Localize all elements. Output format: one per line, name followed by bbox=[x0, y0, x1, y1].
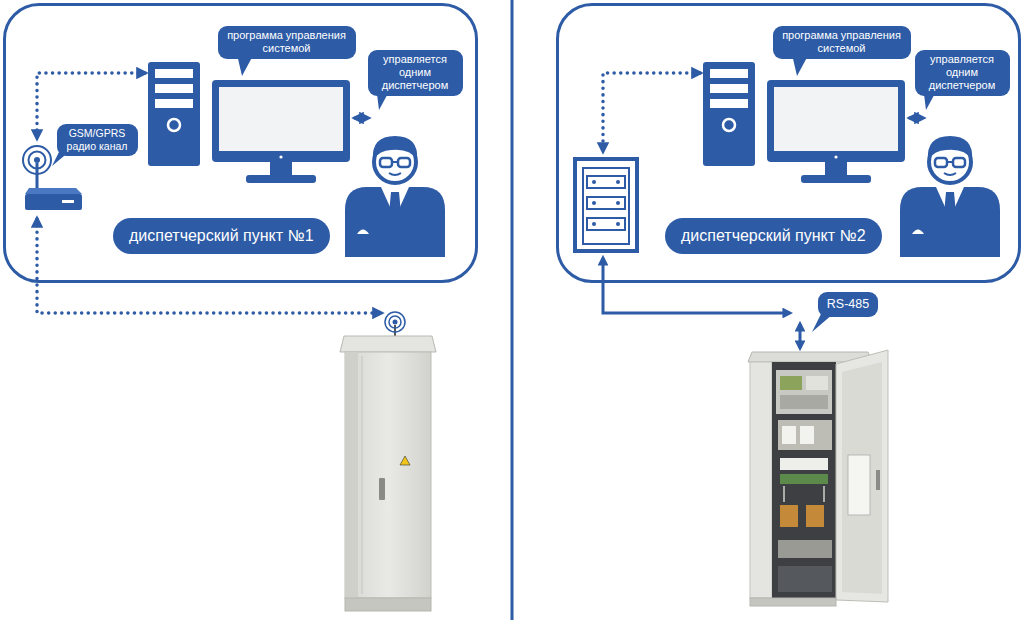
cabinet-plinth bbox=[750, 598, 836, 606]
radio-wave bbox=[23, 146, 51, 174]
door-handle bbox=[876, 470, 880, 490]
server-rack bbox=[575, 159, 637, 251]
monitor bbox=[767, 80, 905, 183]
radio-link-dotted bbox=[37, 219, 381, 313]
cable-entry bbox=[778, 566, 832, 592]
router-top bbox=[25, 188, 82, 194]
data-link-dotted bbox=[603, 73, 700, 151]
rack-unit bbox=[587, 176, 625, 188]
panel-title: диспетчерский пункт №2 bbox=[665, 218, 882, 254]
cabinet-door bbox=[836, 350, 888, 602]
radio-wave bbox=[389, 316, 401, 328]
module bbox=[782, 426, 796, 444]
transformer bbox=[780, 505, 798, 527]
cabinet-plinth bbox=[345, 598, 431, 611]
rack-led bbox=[616, 201, 620, 205]
circuit-board bbox=[780, 395, 828, 409]
cable bbox=[823, 486, 825, 502]
dispatcher-icon bbox=[900, 136, 1000, 257]
cable bbox=[783, 486, 785, 502]
antenna-tip bbox=[393, 320, 398, 325]
panel-title: диспетчерский пункт №1 bbox=[113, 218, 330, 254]
operator-link-dotted bbox=[910, 116, 923, 120]
rack-unit bbox=[587, 197, 625, 209]
speech-bubble: программа управления системой bbox=[218, 26, 356, 59]
circuit-breakers bbox=[780, 458, 828, 470]
control-cabinet-closed bbox=[340, 312, 436, 611]
router-body bbox=[25, 194, 82, 210]
cabinet-interior bbox=[772, 362, 836, 598]
radio-wave bbox=[385, 312, 405, 332]
rack-frame bbox=[575, 159, 637, 251]
router-antenna bbox=[36, 163, 39, 190]
rs485-connection bbox=[799, 324, 802, 348]
warning-sign bbox=[400, 456, 410, 465]
operator-link-dotted bbox=[355, 116, 368, 120]
speech-bubble: программа управления системой bbox=[773, 26, 911, 59]
rack-led bbox=[616, 180, 620, 184]
rack-inner bbox=[583, 168, 629, 244]
door-handle bbox=[379, 478, 385, 500]
divider-line bbox=[511, 0, 514, 620]
computer-tower bbox=[148, 62, 200, 166]
rack-led bbox=[592, 180, 596, 184]
controller bbox=[778, 420, 832, 450]
bubble-text: GSM/GPRS радио канал bbox=[62, 127, 132, 152]
dispatch-panel: программа управления системой управляется… bbox=[556, 3, 1021, 283]
rack-led bbox=[616, 222, 620, 226]
dispatch-panel: программа управления системой управляется… bbox=[3, 3, 478, 283]
rack-led bbox=[592, 222, 596, 226]
rack-led bbox=[592, 201, 596, 205]
bubble-text: RS-485 bbox=[826, 297, 870, 312]
door-seam bbox=[362, 356, 363, 594]
door-inner bbox=[842, 362, 882, 594]
transformer bbox=[806, 505, 824, 527]
circuit-board bbox=[806, 376, 828, 390]
dispatcher-icon bbox=[345, 136, 445, 257]
cabinet-antenna bbox=[394, 325, 396, 336]
module bbox=[800, 426, 814, 444]
cabinet-side bbox=[750, 362, 772, 598]
cabinet-roof bbox=[340, 336, 436, 352]
control-cabinet-open bbox=[748, 350, 888, 606]
mounting-plate bbox=[776, 370, 832, 414]
circuit-board bbox=[780, 376, 802, 390]
bubble-text: программа управления системой bbox=[779, 29, 904, 55]
power-unit bbox=[778, 540, 832, 558]
router-led bbox=[62, 200, 74, 203]
cabinet-side bbox=[345, 352, 358, 598]
monitor bbox=[212, 80, 350, 183]
cabinet-body bbox=[345, 352, 431, 598]
rs485-cable bbox=[603, 258, 790, 313]
bubble-text: программа управления системой bbox=[224, 29, 349, 55]
speech-bubble: GSM/GPRS радио канал bbox=[57, 124, 138, 156]
rack-unit bbox=[587, 218, 625, 230]
wiring-diagram-sheet bbox=[848, 455, 870, 515]
terminal-block bbox=[780, 474, 828, 484]
antenna-tip bbox=[34, 157, 40, 163]
radio-wave bbox=[29, 152, 46, 169]
speech-bubble: управляется одним диспетчером bbox=[915, 50, 1010, 96]
speech-bubble: RS-485 bbox=[818, 292, 878, 317]
bubble-text: управляется одним диспетчером bbox=[373, 53, 457, 93]
speech-bubble: управляется одним диспетчером bbox=[368, 50, 463, 96]
computer-tower bbox=[703, 62, 755, 166]
bubble-text: управляется одним диспетчером bbox=[920, 53, 1004, 93]
